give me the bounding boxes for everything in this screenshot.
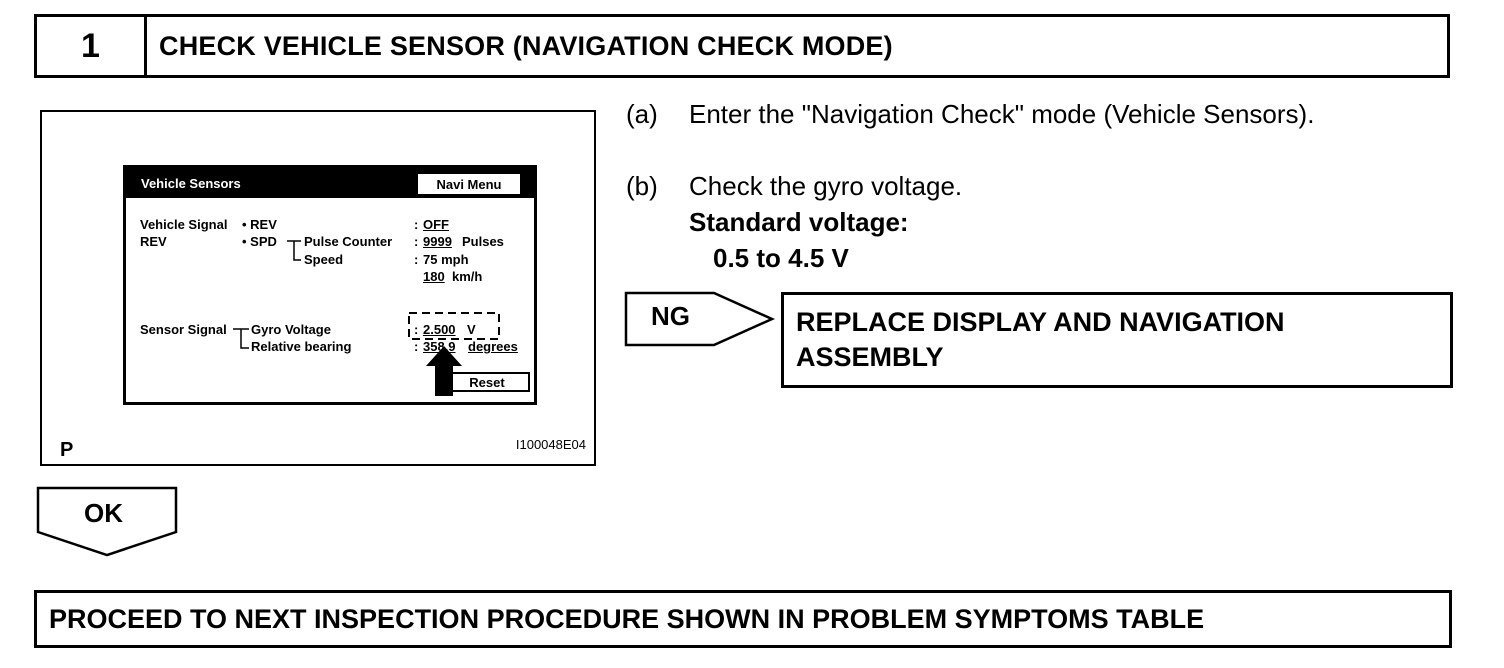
reset-button[interactable]: Reset <box>444 372 530 392</box>
ng-label: NG <box>651 301 690 331</box>
spd-bracket <box>287 240 301 261</box>
rev-item: • REV <box>242 217 277 232</box>
ok-label: OK <box>84 498 123 528</box>
screen-title: Vehicle Sensors <box>141 176 241 191</box>
speed-label: Speed <box>304 252 344 267</box>
speed-kmh-value: 180 <box>423 269 445 284</box>
standard-voltage-value: 0.5 to 4.5 V <box>713 243 849 273</box>
figure-corner-label: P <box>60 439 74 461</box>
vehicle-sensors-screen: Vehicle Sensors Navi Menu Vehicle Signal… <box>123 165 537 405</box>
ok-arrow-icon <box>36 486 178 557</box>
illustration-frame: Vehicle Sensors Navi Menu Vehicle Signal… <box>40 110 596 466</box>
speed-kmh-unit: km/h <box>452 269 483 284</box>
rev-value: OFF <box>423 217 449 232</box>
speed-mph-value: 75 mph <box>423 252 469 267</box>
highlight-dashed-box <box>408 312 500 340</box>
standard-voltage-label: Standard voltage: <box>689 207 909 237</box>
step-title: CHECK VEHICLE SENSOR (NAVIGATION CHECK M… <box>159 30 893 61</box>
colon: : <box>414 234 419 249</box>
ng-result-line2: ASSEMBLY <box>796 342 944 372</box>
sensor-signal-label: Sensor Signal <box>140 322 227 337</box>
bearing-unit: degrees <box>468 339 518 354</box>
vehicle-signal-label: Vehicle Signal <box>140 217 228 232</box>
spd-item: • SPD <box>242 234 277 249</box>
ng-result-box: REPLACE DISPLAY AND NAVIGATION ASSEMBLY <box>781 292 1453 388</box>
instruction-a-text: Enter the "Navigation Check" mode (Vehic… <box>689 99 1315 129</box>
instruction-b-marker: (b) <box>626 171 658 201</box>
pulse-counter-label: Pulse Counter <box>304 234 393 249</box>
colon: : <box>414 252 419 267</box>
step-number: 1 <box>37 17 147 75</box>
instruction-a-marker: (a) <box>626 99 658 129</box>
pulse-unit: Pulses <box>462 234 504 249</box>
sensor-bracket <box>233 328 249 349</box>
proceed-box: PROCEED TO NEXT INSPECTION PROCEDURE SHO… <box>34 590 1452 648</box>
navi-menu-button[interactable]: Navi Menu <box>418 174 520 194</box>
screen-title-bar: Vehicle Sensors Navi Menu <box>126 168 534 198</box>
colon: : <box>414 339 419 354</box>
colon: : <box>414 322 419 337</box>
colon: : <box>414 217 419 232</box>
gyro-unit: V <box>467 322 476 337</box>
pointer-arrow-icon <box>426 346 462 396</box>
figure-image-id: I100048E04 <box>515 437 586 452</box>
step-header: 1 CHECK VEHICLE SENSOR (NAVIGATION CHECK… <box>34 14 1450 78</box>
gyro-value: 2.500 <box>423 322 456 337</box>
ng-result-line1: REPLACE DISPLAY AND NAVIGATION <box>796 307 1285 337</box>
ng-arrow-icon <box>624 291 776 347</box>
pulse-value: 9999 <box>423 234 452 249</box>
relative-bearing-label: Relative bearing <box>251 339 352 354</box>
rev-label: REV <box>140 234 167 249</box>
instruction-b-text: Check the gyro voltage. <box>689 171 963 201</box>
gyro-voltage-label: Gyro Voltage <box>251 322 331 337</box>
